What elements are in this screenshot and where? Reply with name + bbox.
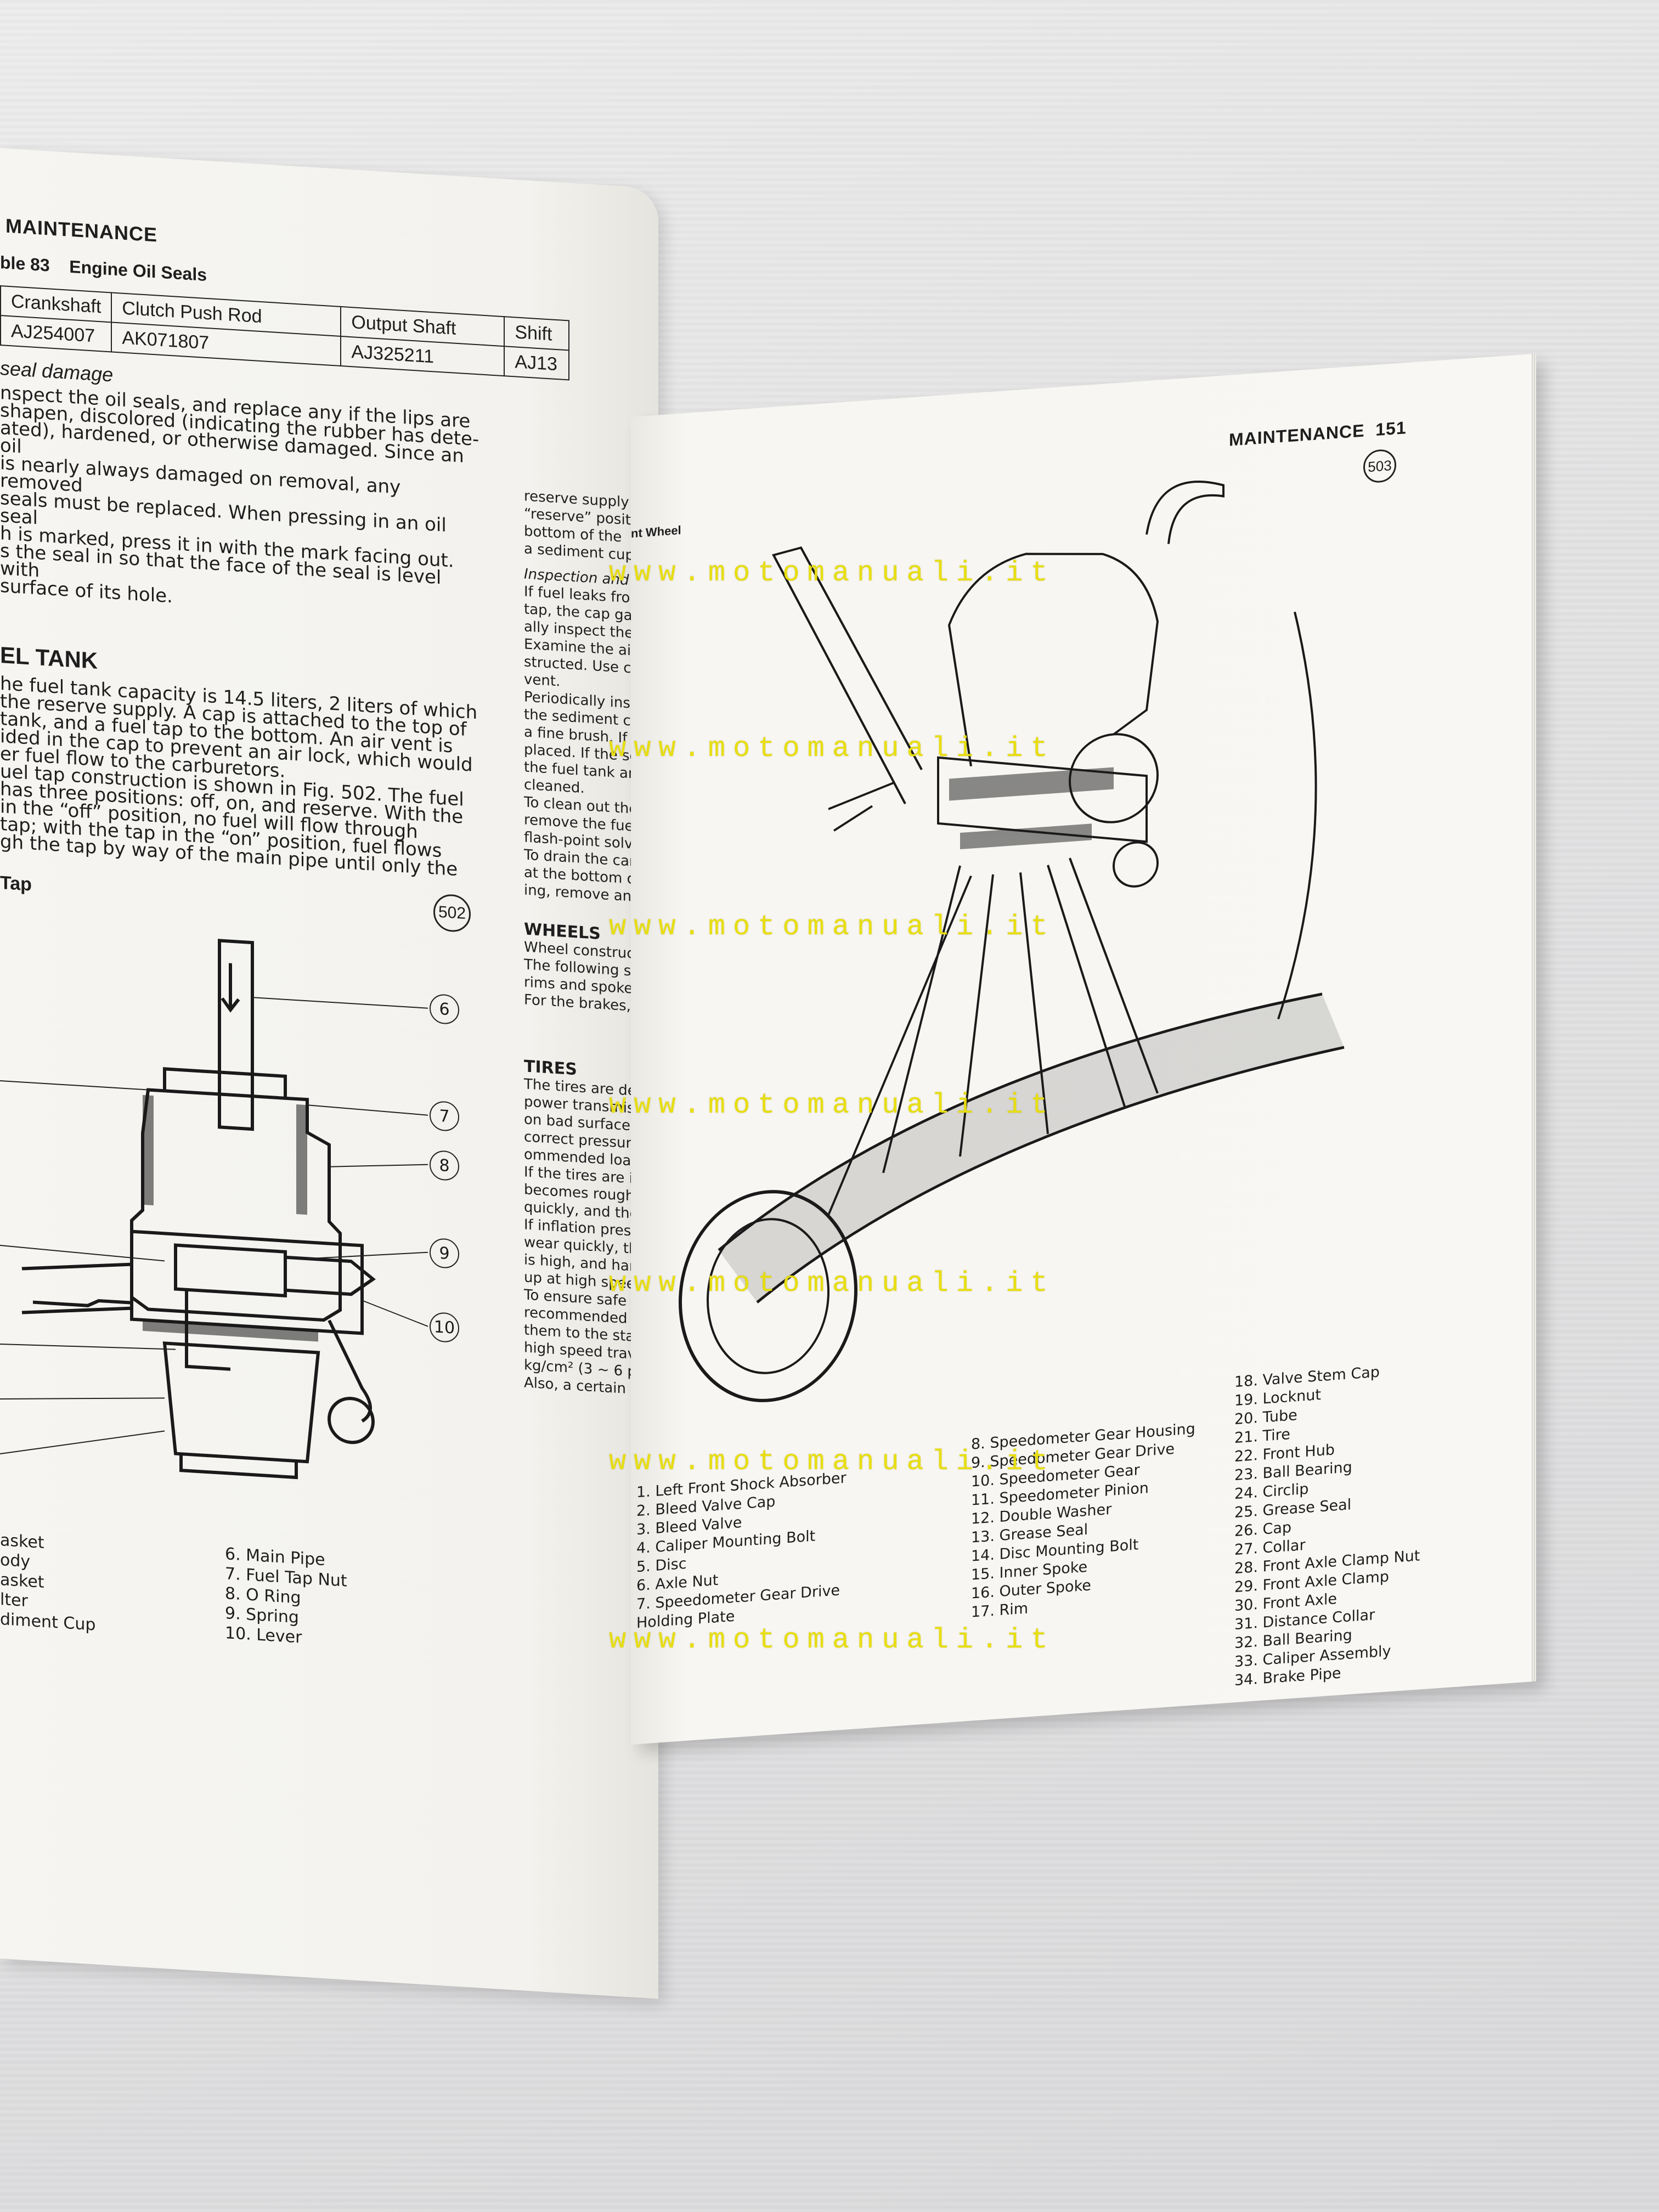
callout-label: 10 [434, 1317, 455, 1338]
callout-label: 7 [439, 1107, 449, 1126]
left-running-header: MAINTENANCE [5, 214, 157, 246]
watermark: www.motomanuali.it [609, 1446, 1056, 1478]
callout-label: 9 [439, 1244, 449, 1263]
watermark: www.motomanuali.it [609, 1267, 1056, 1300]
section-heading-seal-damage: seal damage [0, 357, 114, 386]
callout-label: 6 [439, 1000, 449, 1019]
section-heading-fuel-tank: EL TANK [0, 642, 98, 674]
wheel-legend-col-3: 18. Valve Stem Cap 19. Locknut 20. Tube … [1234, 1363, 1420, 1690]
right-page: MAINTENANCE 151 503 nt Wheel 1. Left Fro… [631, 353, 1536, 1745]
seal-damage-paragraph: nspect the oil seals, and replace any if… [0, 382, 479, 608]
fuel-tap-legend-right: 6. Main Pipe 7. Fuel Tap Nut 8. O Ring 9… [225, 1544, 347, 1647]
watermark: www.motomanuali.it [609, 1089, 1056, 1121]
left-page: MAINTENANCE ble 83 Engine Oil Seals Cran… [0, 148, 658, 1999]
table-cell: AJ13 [504, 346, 569, 380]
callout-label: 8 [439, 1156, 449, 1176]
watermark: www.motomanuali.it [609, 732, 1056, 765]
table-cell: AJ254007 [1, 315, 112, 352]
table-caption: ble 83 Engine Oil Seals [0, 252, 207, 285]
wheel-legend-col-1: 1. Left Front Shock Absorber 2. Bleed Va… [636, 1469, 847, 1632]
fuel-tap-diagram: 6 7 8 9 10 [0, 939, 459, 1480]
front-wheel-diagram [679, 480, 1345, 1402]
fuel-tap-legend-left: asket ody asket lter diment Cup [0, 1531, 96, 1635]
figure-number-badge: 502 [433, 893, 471, 933]
page-edge [1532, 353, 1536, 1682]
figure-title-fuel-tap: Tap [0, 872, 32, 895]
watermark: www.motomanuali.it [609, 557, 1056, 589]
right-running-header: MAINTENANCE 151 [1229, 417, 1407, 450]
fuel-tank-paragraph: he fuel tank capacity is 14.5 liters, 2 … [0, 673, 478, 881]
watermark: www.motomanuali.it [609, 1624, 1056, 1656]
watermark: www.motomanuali.it [609, 911, 1056, 943]
table-cell: Shift [504, 317, 569, 351]
